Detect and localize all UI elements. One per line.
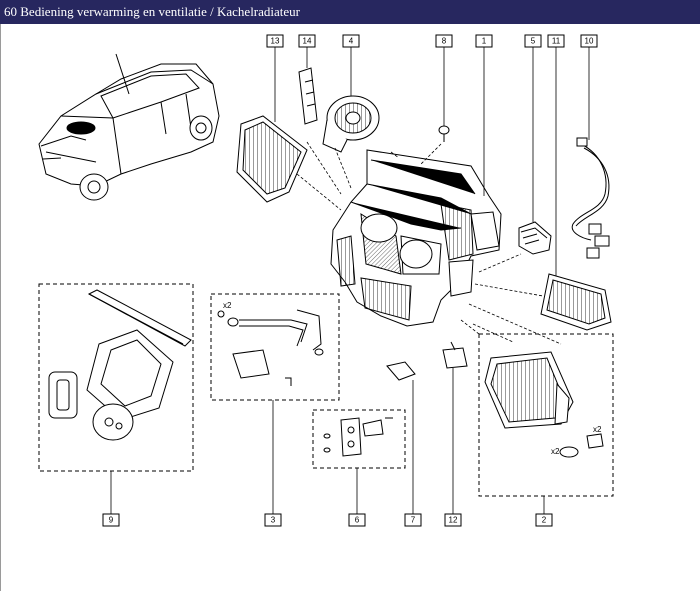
svg-text:2: 2: [542, 516, 547, 525]
part-wiring-harness: [571, 137, 610, 259]
svg-text:6: 6: [355, 516, 360, 525]
vehicle-illustration: [38, 53, 220, 201]
connector-lines: [296, 141, 562, 345]
part-cabin-filter: [236, 115, 308, 203]
callout-6: 6: [348, 513, 366, 527]
callout-12: 12: [444, 513, 462, 527]
callout-1: 1: [475, 34, 493, 48]
callout-14: 14: [298, 34, 316, 48]
svg-text:9: 9: [109, 516, 114, 525]
svg-text:7: 7: [411, 516, 416, 525]
exploded-parts-diagram: x2 x2 x2 13 14 4 8 1 5 11 10 9 3: [38, 34, 614, 527]
svg-text:11: 11: [552, 37, 561, 46]
part-expansion-valve-kit: [312, 409, 406, 469]
svg-text:3: 3: [271, 516, 276, 525]
callout-5: 5: [524, 34, 542, 48]
quantity-mark-heater-seals: x2: [551, 447, 560, 456]
part-clip: [438, 125, 450, 142]
part-evaporator: [540, 273, 612, 331]
callout-11: 11: [547, 34, 565, 48]
part-seal-kit: [38, 283, 194, 472]
callout-4: 4: [342, 34, 360, 48]
svg-text:13: 13: [271, 37, 280, 46]
svg-text:5: 5: [531, 37, 536, 46]
callout-8: 8: [435, 34, 453, 48]
callout-2: 2: [535, 513, 553, 527]
page-title: 60 Bediening verwarming en ventilatie / …: [4, 4, 300, 19]
svg-text:12: 12: [449, 516, 458, 525]
quantity-mark-heater-screws: x2: [593, 425, 602, 434]
callout-9: 9: [102, 513, 120, 527]
diagram-frame: x2 x2 x2 13 14 4 8 1 5 11 10 9 3: [0, 24, 700, 591]
callout-10: 10: [580, 34, 598, 48]
part-blower-motor: [322, 95, 380, 153]
part-hose-kit: [210, 293, 340, 401]
svg-text:14: 14: [303, 37, 312, 46]
part-heater-core-kit: [478, 333, 614, 497]
part-heater-housing: [330, 149, 502, 327]
callout-13: 13: [266, 34, 284, 48]
svg-text:8: 8: [442, 37, 447, 46]
svg-text:4: 4: [349, 37, 354, 46]
quantity-mark-hose-clips: x2: [223, 301, 232, 310]
callout-7: 7: [404, 513, 422, 527]
svg-text:10: 10: [585, 37, 594, 46]
svg-text:1: 1: [482, 37, 487, 46]
part-filter-seal: [298, 67, 318, 125]
part-blower-resistor: [518, 221, 552, 255]
part-actuator: [442, 341, 468, 369]
part-drain-seal: [386, 361, 416, 381]
leader-lines: [110, 47, 590, 514]
window-title-bar: 60 Bediening verwarming en ventilatie / …: [0, 0, 700, 24]
callout-3: 3: [264, 513, 282, 527]
